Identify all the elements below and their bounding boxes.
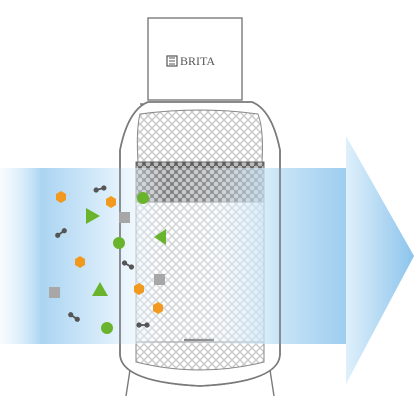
cartridge-foot-left: [125, 369, 131, 397]
green-triangle-particle: [154, 229, 166, 245]
brita-logo-icon: [166, 55, 178, 67]
grey-square-particle: [119, 212, 130, 223]
orange-hexagon-particle: [56, 191, 66, 203]
green-circle-particle: [137, 192, 149, 204]
top-mesh-layer: [136, 109, 263, 163]
orange-hexagon-particle: [153, 302, 163, 314]
green-triangle-particle: [86, 208, 100, 224]
brita-logo: BRITA: [166, 54, 215, 68]
dark-dumbbell-particle: [68, 312, 80, 322]
orange-hexagon-particle: [106, 196, 116, 208]
grey-square-particle: [154, 274, 165, 285]
cartridge-outline-overlay: [119, 101, 281, 387]
grey-square-particle: [49, 287, 60, 298]
cartridge-cap: [147, 17, 243, 101]
brita-logo-text: BRITA: [180, 54, 215, 68]
dark-dumbbell-particle: [55, 228, 67, 238]
cartridge-foot-right: [269, 369, 275, 397]
orange-hexagon-particle: [134, 283, 144, 295]
dark-dumbbell-particle: [136, 322, 150, 328]
dark-dumbbell-particle: [93, 185, 107, 193]
bottom-mesh-layer: [135, 341, 265, 371]
green-triangle-particle: [92, 282, 108, 296]
green-circle-particle: [113, 237, 125, 249]
dark-dumbbell-particle: [121, 260, 135, 270]
orange-hexagon-particle: [75, 256, 85, 268]
contaminant-particles: [49, 185, 166, 334]
green-circle-particle: [101, 322, 113, 334]
